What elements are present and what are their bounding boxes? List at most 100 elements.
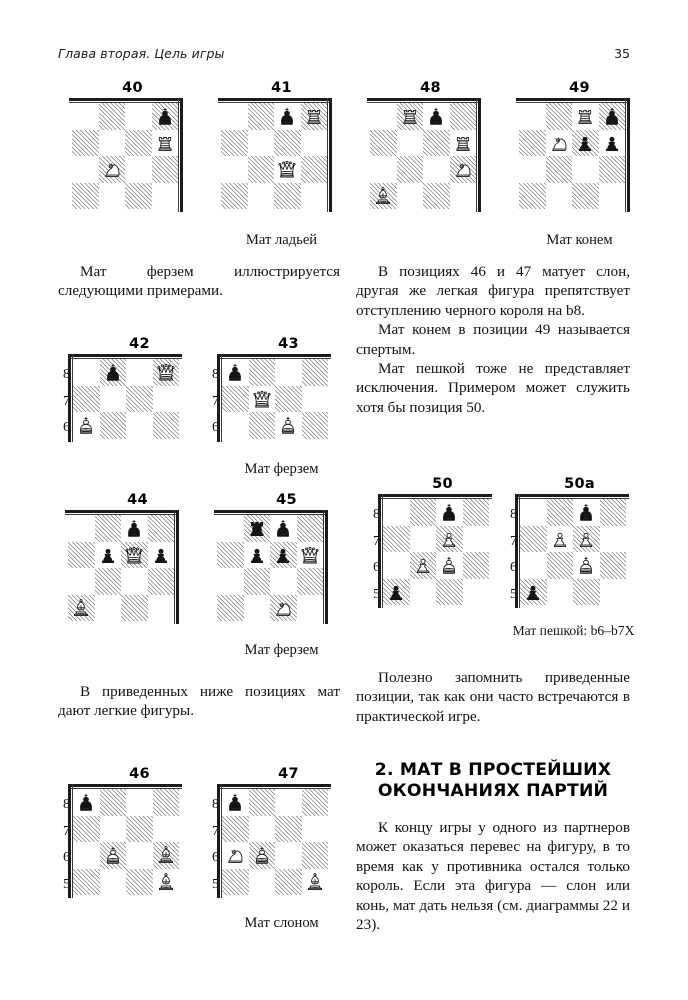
board-square — [546, 552, 573, 579]
paragraph: Мат конем в позиции 49 называется сперты… — [356, 321, 630, 358]
board-square — [598, 129, 625, 156]
board-square — [99, 359, 126, 386]
board-square — [99, 412, 126, 439]
board-edge-left-inner — [71, 784, 73, 898]
board-square — [370, 129, 397, 156]
board-square — [462, 525, 489, 552]
white-queen-icon — [121, 542, 148, 569]
board-square — [462, 578, 489, 605]
board-square — [370, 103, 397, 130]
board-edge-right-inner — [625, 98, 627, 212]
board-square — [248, 385, 276, 413]
board-square — [98, 129, 125, 156]
white-bishop-icon — [370, 183, 397, 210]
board-square — [125, 156, 152, 183]
board-square — [396, 182, 423, 209]
board-edge-right — [179, 98, 183, 212]
white-rook-icon — [397, 103, 424, 130]
board-square — [520, 525, 547, 552]
board-edge-top — [517, 494, 629, 498]
board-square — [275, 789, 302, 816]
board-square — [270, 515, 297, 542]
white-queen-icon — [249, 386, 276, 413]
diagram-number: 40 — [122, 80, 143, 96]
white-knight-icon — [99, 156, 126, 183]
board-edge-top-inner — [70, 787, 182, 789]
board-edge-top-inner — [517, 497, 629, 499]
board-square — [572, 103, 599, 130]
board-square — [126, 815, 153, 842]
black-king-icon — [599, 103, 626, 130]
board-edge-top-inner — [69, 101, 181, 103]
board-square — [409, 552, 437, 579]
white-bishop-icon — [68, 595, 95, 622]
board-edge-top-inner — [214, 513, 326, 515]
diagram-caption: Мат ферзем — [244, 642, 319, 658]
chessboard — [217, 354, 331, 442]
board-square — [274, 156, 301, 183]
board-square — [275, 412, 302, 439]
board-square — [572, 129, 599, 157]
board-square — [147, 594, 174, 621]
board-square — [436, 525, 463, 552]
paragraph: Полезно запомнить приведенные позиции, т… — [356, 669, 630, 725]
board-square — [72, 129, 99, 156]
rank-label: 7 — [373, 533, 380, 549]
section-heading-line-2: ОКОНЧАНИЯХ ПАРТИЙ — [377, 781, 609, 801]
board-square — [68, 568, 95, 595]
board-square — [300, 103, 327, 130]
board-square — [296, 594, 323, 621]
rank-label: 6 — [212, 850, 219, 866]
board-edge-left-inner — [518, 494, 520, 608]
white-knight-icon — [546, 130, 573, 157]
board-edge-left — [515, 494, 519, 608]
black-king-icon — [573, 499, 600, 526]
board-edge-top — [70, 354, 182, 358]
section-heading-line-1: 2. МАТ В ПРОСТЕЙШИХ — [374, 760, 612, 780]
black-pawn-icon — [572, 130, 599, 157]
board-square — [73, 789, 100, 816]
board-square — [274, 182, 301, 209]
chessboard — [515, 494, 629, 608]
board-square — [546, 525, 573, 552]
white-king-icon — [249, 842, 276, 869]
board-square — [152, 842, 179, 869]
board-edge-top-inner — [516, 101, 628, 103]
diagram-number: 42 — [129, 336, 150, 352]
chessboard — [214, 510, 328, 624]
board-square — [247, 103, 274, 130]
right-column-text-2: Полезно запомнить приведенные позиции, т… — [356, 668, 630, 726]
white-queen-icon — [274, 156, 301, 183]
board-edge-top-inner — [218, 101, 330, 103]
black-pawn-icon — [270, 542, 297, 569]
board-square — [270, 568, 297, 595]
white-pawn-icon — [410, 552, 437, 579]
board-square — [300, 129, 327, 156]
rank-label: 8 — [212, 797, 219, 813]
board-square — [217, 515, 244, 542]
board-square — [243, 568, 270, 595]
board-square — [243, 594, 270, 621]
rank-label: 8 — [212, 367, 219, 383]
board-square — [152, 815, 179, 842]
board-square — [73, 815, 100, 842]
board-square — [217, 594, 244, 621]
chessboard — [68, 784, 182, 898]
board-square — [519, 129, 546, 156]
board-square — [126, 359, 153, 386]
rank-label: 6 — [510, 560, 517, 576]
board-square — [383, 499, 410, 526]
board-edge-left — [217, 354, 221, 442]
right-column-text-3: К концу игры у одного из партнеров может… — [356, 818, 630, 934]
board-square — [370, 182, 397, 210]
